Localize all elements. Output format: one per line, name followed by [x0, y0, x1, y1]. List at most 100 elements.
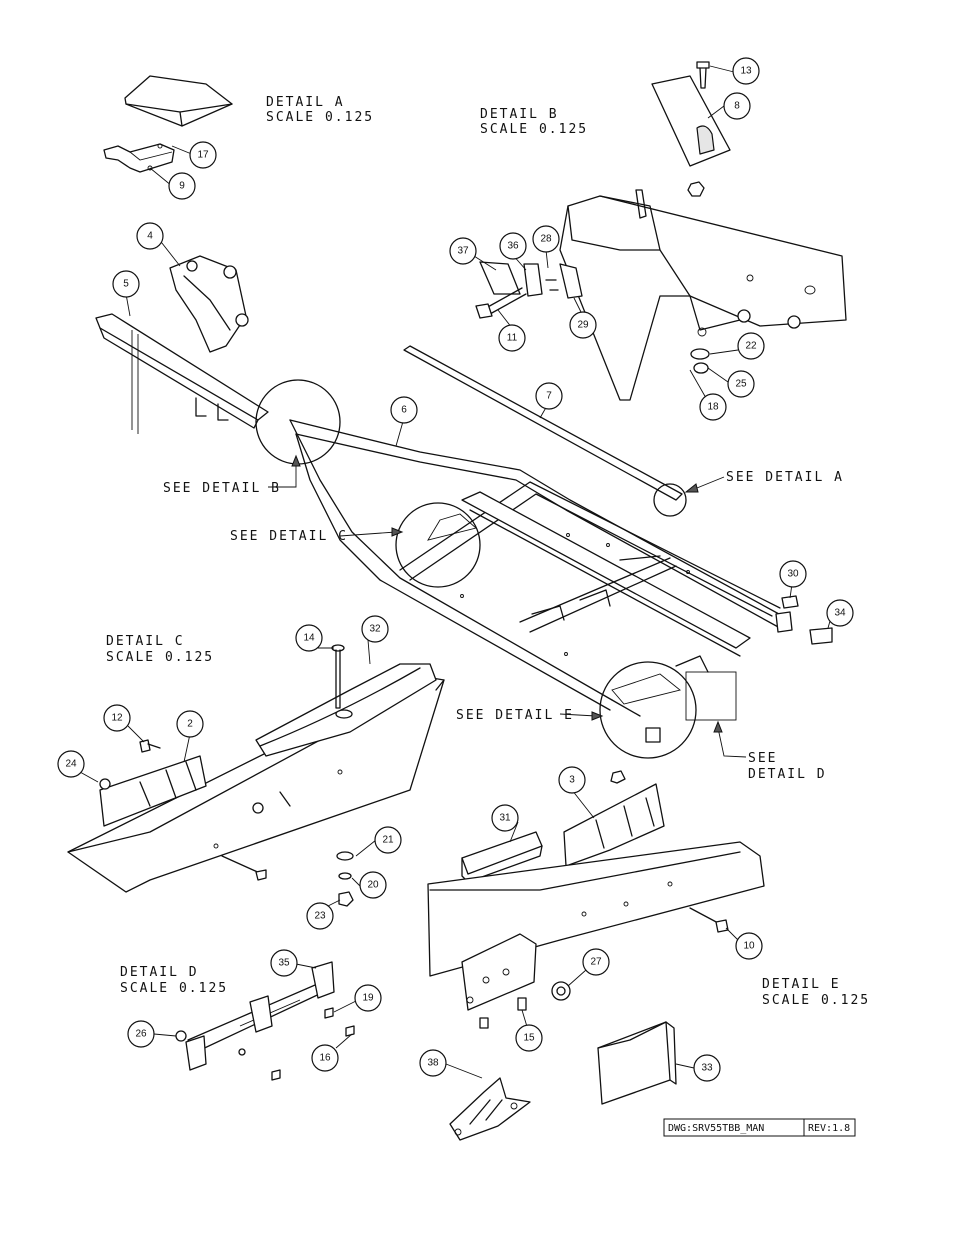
svg-text:2: 2 — [187, 719, 193, 730]
callout-bubble-9: 9 — [168, 172, 196, 200]
callout-bubble-6: 6 — [390, 396, 418, 424]
svg-text:14: 14 — [303, 633, 315, 644]
svg-text:10: 10 — [743, 941, 755, 952]
svg-text:4: 4 — [147, 231, 153, 242]
callout-bubble-22: 22 — [737, 332, 765, 360]
callout-bubble-8: 8 — [723, 92, 751, 120]
detail-b-parts — [475, 61, 847, 401]
callout-bubble-24: 24 — [57, 750, 85, 778]
svg-text:3: 3 — [569, 775, 575, 786]
title-block: DWG:SRV55TBB_MAN REV:1.8 — [663, 1118, 856, 1137]
svg-text:24: 24 — [65, 759, 77, 770]
svg-text:36: 36 — [507, 241, 519, 252]
svg-text:22: 22 — [745, 341, 757, 352]
callout-bubble-7: 7 — [535, 382, 563, 410]
svg-text:5: 5 — [123, 279, 129, 290]
trailer-frame — [95, 255, 799, 717]
detail-b-title: DETAIL B — [480, 107, 559, 122]
detail-a-circle — [653, 483, 687, 517]
detail-a-parts — [103, 75, 233, 173]
svg-text:8: 8 — [734, 101, 740, 112]
callout-bubble-2: 2 — [176, 710, 204, 738]
see-detail-a-label: SEE DETAIL A — [726, 470, 844, 485]
svg-text:23: 23 — [314, 911, 326, 922]
callout-bubble-4: 4 — [136, 222, 164, 250]
svg-text:27: 27 — [590, 957, 602, 968]
see-detail-c-label: SEE DETAIL C — [230, 529, 348, 544]
svg-text:19: 19 — [362, 993, 374, 1004]
callout-bubble-13: 13 — [732, 57, 760, 85]
detail-d-box — [685, 671, 737, 721]
callout-bubble-33: 33 — [693, 1054, 721, 1082]
see-detail-d-label-line2: DETAIL D — [748, 767, 827, 782]
callout-bubble-21: 21 — [374, 826, 402, 854]
callout-bubble-25: 25 — [727, 370, 755, 398]
detail-e-title: DETAIL E — [762, 977, 841, 992]
callout-bubble-31: 31 — [491, 804, 519, 832]
detail-c-parts — [67, 644, 445, 907]
detail-e-circle — [599, 661, 697, 759]
svg-text:25: 25 — [735, 379, 747, 390]
detail-c-scale: SCALE 0.125 — [106, 650, 214, 665]
see-detail-b-label: SEE DETAIL B — [163, 481, 281, 496]
svg-text:29: 29 — [577, 320, 589, 331]
revision-number: REV:1.8 — [808, 1123, 850, 1134]
detail-a-title: DETAIL A — [266, 95, 345, 110]
svg-text:12: 12 — [111, 713, 123, 724]
callout-bubble-35: 35 — [270, 949, 298, 977]
callout-bubble-10: 10 — [735, 932, 763, 960]
callout-bubble-28: 28 — [532, 225, 560, 253]
detail-d-title: DETAIL D — [120, 965, 199, 980]
detail-d-scale: SCALE 0.125 — [120, 981, 228, 996]
svg-text:38: 38 — [427, 1058, 439, 1069]
callout-bubble-32: 32 — [361, 615, 389, 643]
drawing-number: DWG:SRV55TBB_MAN — [668, 1123, 764, 1134]
svg-text:33: 33 — [701, 1063, 713, 1074]
detail-c-circle — [395, 502, 481, 588]
license-bracket-38 — [449, 1077, 531, 1141]
callout-bubble-19: 19 — [354, 984, 382, 1012]
svg-text:20: 20 — [367, 880, 379, 891]
callout-bubble-20: 20 — [359, 871, 387, 899]
svg-text:11: 11 — [507, 333, 518, 344]
detail-e-scale: SCALE 0.125 — [762, 993, 870, 1008]
svg-text:7: 7 — [546, 391, 552, 402]
detail-d-parts — [175, 961, 355, 1081]
svg-text:34: 34 — [834, 608, 846, 619]
callout-bubble-27: 27 — [582, 948, 610, 976]
svg-text:26: 26 — [135, 1029, 147, 1040]
svg-text:35: 35 — [278, 958, 290, 969]
see-detail-d-label-line1: SEE — [748, 751, 777, 766]
callout-leaders — [79, 65, 833, 1079]
svg-text:13: 13 — [740, 66, 752, 77]
svg-text:16: 16 — [319, 1053, 331, 1064]
callout-bubble-29: 29 — [569, 311, 597, 339]
see-detail-e-label: SEE DETAIL E — [456, 708, 574, 723]
callout-bubble-30: 30 — [779, 560, 807, 588]
svg-text:6: 6 — [401, 405, 407, 416]
callout-bubble-34: 34 — [826, 599, 854, 627]
callout-bubble-17: 17 — [189, 141, 217, 169]
svg-text:15: 15 — [523, 1033, 535, 1044]
callout-bubble-3: 3 — [558, 766, 586, 794]
detail-b-scale: SCALE 0.125 — [480, 122, 588, 137]
callout-bubble-16: 16 — [311, 1044, 339, 1072]
callout-bubble-37: 37 — [449, 237, 477, 265]
callout-bubble-5: 5 — [112, 270, 140, 298]
detail-c-title: DETAIL C — [106, 634, 185, 649]
callout-bubble-12: 12 — [103, 704, 131, 732]
callout-bubble-23: 23 — [306, 902, 334, 930]
detail-e-parts — [427, 770, 765, 1105]
callout-bubble-36: 36 — [499, 232, 527, 260]
callout-bubble-18: 18 — [699, 393, 727, 421]
callout-bubble-15: 15 — [515, 1024, 543, 1052]
svg-text:31: 31 — [499, 813, 511, 824]
svg-text:9: 9 — [179, 181, 185, 192]
svg-text:32: 32 — [369, 624, 381, 635]
callout-bubble-26: 26 — [127, 1020, 155, 1048]
svg-text:17: 17 — [197, 150, 209, 161]
svg-text:18: 18 — [707, 402, 719, 413]
callout-bubble-38: 38 — [419, 1049, 447, 1077]
svg-text:28: 28 — [540, 234, 552, 245]
svg-text:21: 21 — [382, 835, 394, 846]
